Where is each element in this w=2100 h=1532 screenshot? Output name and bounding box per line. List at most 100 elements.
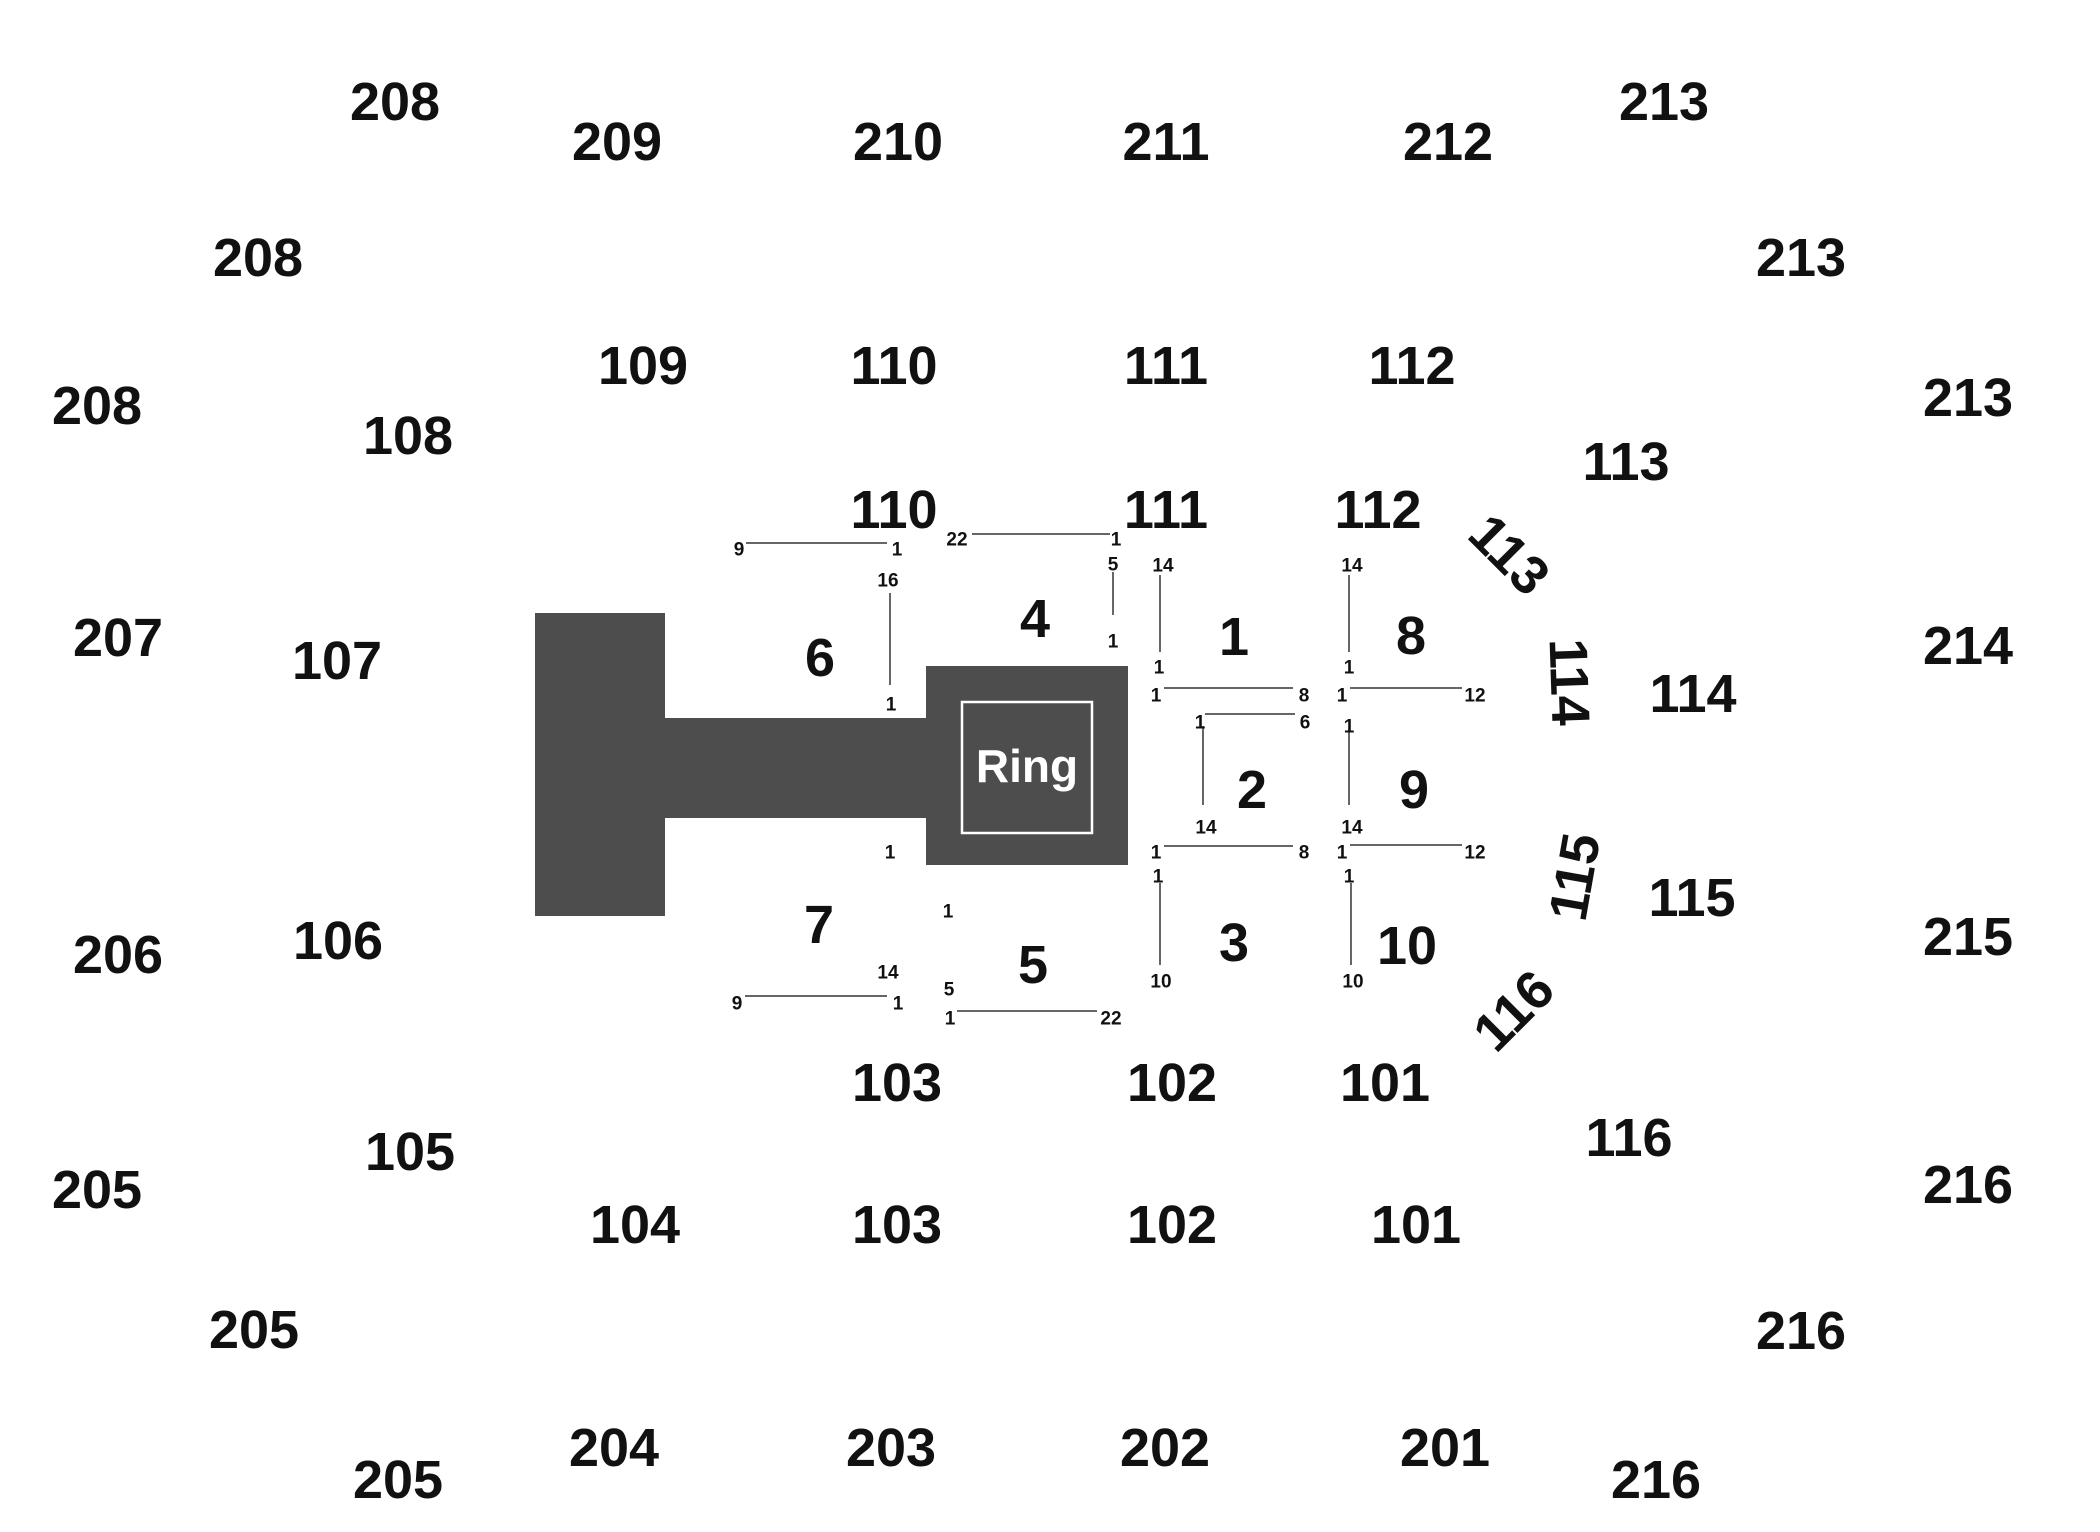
floor-section-3[interactable]: 3: [1219, 913, 1249, 973]
section-115[interactable]: 115: [1538, 829, 1612, 925]
row-number: 14: [877, 963, 899, 984]
floor-section-6[interactable]: 6: [805, 628, 835, 688]
section-113[interactable]: 113: [1582, 432, 1669, 492]
row-number: 1: [893, 994, 904, 1015]
ring-label: Ring: [976, 740, 1078, 792]
section-208[interactable]: 208: [350, 72, 440, 132]
section-205[interactable]: 205: [353, 1450, 443, 1510]
row-number: 1: [1337, 843, 1348, 864]
section-216[interactable]: 216: [1756, 1301, 1846, 1361]
section-113[interactable]: 113: [1457, 503, 1561, 607]
section-213[interactable]: 213: [1619, 72, 1709, 132]
row-number: 5: [944, 980, 955, 1001]
row-number: 1: [1154, 658, 1165, 679]
row-number: 1: [1195, 713, 1206, 734]
section-103[interactable]: 103: [852, 1195, 942, 1255]
section-213[interactable]: 213: [1756, 228, 1846, 288]
section-203[interactable]: 203: [846, 1418, 936, 1478]
section-102[interactable]: 102: [1127, 1053, 1217, 1113]
section-212[interactable]: 212: [1403, 112, 1493, 172]
row-guides: [745, 533, 1462, 1012]
row-number: 1: [892, 540, 903, 561]
section-111[interactable]: 111: [1124, 480, 1208, 540]
floor-section-4[interactable]: 4: [1020, 589, 1050, 649]
row-number: 10: [1150, 972, 1171, 993]
section-213[interactable]: 213: [1923, 368, 2013, 428]
section-209[interactable]: 209: [572, 112, 662, 172]
section-106[interactable]: 106: [293, 911, 383, 971]
section-207[interactable]: 207: [73, 608, 163, 668]
section-205[interactable]: 205: [209, 1300, 299, 1360]
row-number: 1: [1344, 717, 1355, 738]
section-109[interactable]: 109: [598, 336, 688, 396]
section-216[interactable]: 216: [1611, 1450, 1701, 1510]
section-114[interactable]: 114: [1649, 664, 1736, 724]
section-202[interactable]: 202: [1120, 1418, 1210, 1478]
stage-back-platform: [535, 613, 665, 916]
floor-section-9[interactable]: 9: [1399, 760, 1429, 820]
floor-section-10[interactable]: 10: [1377, 916, 1437, 976]
section-110[interactable]: 110: [850, 480, 937, 540]
row-number: 1: [943, 902, 954, 923]
section-206[interactable]: 206: [73, 925, 163, 985]
row-number: 1: [1344, 867, 1355, 888]
section-216[interactable]: 216: [1923, 1155, 2013, 1215]
row-number: 22: [1100, 1009, 1121, 1030]
section-116[interactable]: 116: [1462, 959, 1566, 1063]
row-number: 14: [1341, 818, 1363, 839]
row-number: 9: [732, 994, 743, 1015]
section-208[interactable]: 208: [52, 376, 142, 436]
section-104[interactable]: 104: [590, 1195, 680, 1255]
row-number: 5: [1108, 555, 1119, 576]
row-number: 14: [1195, 818, 1217, 839]
stage-runway: [663, 718, 928, 818]
section-110[interactable]: 110: [850, 336, 937, 396]
row-number: 22: [946, 530, 967, 551]
section-105[interactable]: 105: [365, 1122, 455, 1182]
row-number: 1: [885, 843, 896, 864]
row-number: 14: [1341, 556, 1363, 577]
section-107[interactable]: 107: [292, 631, 382, 691]
floor-section-7[interactable]: 7: [804, 895, 834, 955]
floor-section-1[interactable]: 1: [1219, 607, 1249, 667]
section-108[interactable]: 108: [363, 406, 453, 466]
stage: Ring: [535, 613, 1128, 916]
row-number: 1: [1344, 658, 1355, 679]
section-116[interactable]: 116: [1585, 1108, 1672, 1168]
section-103[interactable]: 103: [852, 1053, 942, 1113]
row-number: 1: [1111, 530, 1122, 551]
floor-section-8[interactable]: 8: [1396, 606, 1426, 666]
floor-section-2[interactable]: 2: [1237, 760, 1267, 820]
section-205[interactable]: 205: [52, 1160, 142, 1220]
section-211[interactable]: 211: [1122, 112, 1209, 172]
section-112[interactable]: 112: [1368, 336, 1455, 396]
row-number: 10: [1342, 972, 1363, 993]
row-number: 1: [1151, 843, 1162, 864]
row-number: 14: [1152, 556, 1174, 577]
section-201[interactable]: 201: [1400, 1418, 1490, 1478]
section-210[interactable]: 210: [853, 112, 943, 172]
section-214[interactable]: 214: [1923, 616, 2013, 676]
row-number: 12: [1464, 843, 1485, 864]
section-111[interactable]: 111: [1124, 336, 1208, 396]
row-number: 9: [734, 540, 745, 561]
section-115[interactable]: 115: [1648, 868, 1735, 928]
section-114[interactable]: 114: [1537, 637, 1600, 726]
section-208[interactable]: 208: [213, 228, 303, 288]
section-101[interactable]: 101: [1340, 1053, 1430, 1113]
section-101[interactable]: 101: [1371, 1195, 1461, 1255]
row-number: 16: [877, 571, 898, 592]
ring-outline: [960, 700, 1094, 835]
section-215[interactable]: 215: [1923, 907, 2013, 967]
floor-section-5[interactable]: 5: [1018, 935, 1048, 995]
row-number: 1: [1151, 686, 1162, 707]
row-number: 12: [1464, 686, 1485, 707]
section-102[interactable]: 102: [1127, 1195, 1217, 1255]
row-number: 1: [1337, 686, 1348, 707]
section-204[interactable]: 204: [569, 1418, 659, 1478]
section-112[interactable]: 112: [1334, 480, 1421, 540]
